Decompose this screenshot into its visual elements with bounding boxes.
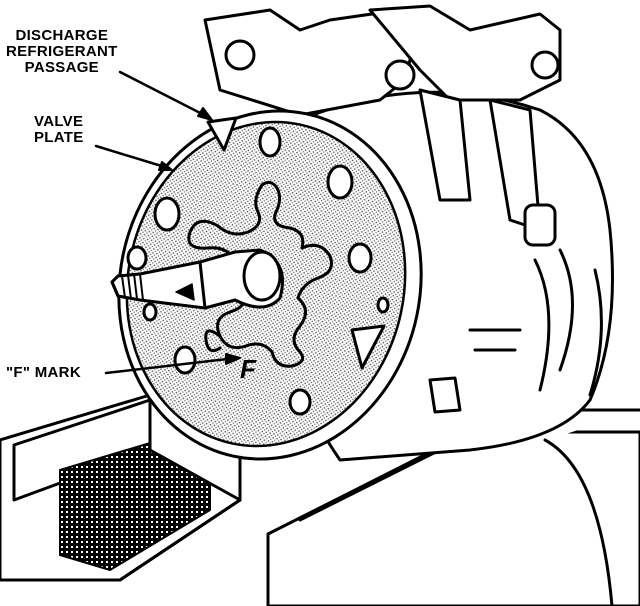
f-mark-letter: F (240, 354, 257, 384)
discharge-passage-right (350, 324, 386, 370)
discharge-passage-label: DISCHARGE REFRIGERANT PASSAGE (6, 28, 118, 76)
discharge-label-line2: REFRIGERANT (6, 43, 118, 60)
plate-holes (126, 126, 390, 416)
arrowheads (158, 107, 241, 365)
discharge-label-line3: PASSAGE (24, 59, 99, 76)
discharge-label-line1: DISCHARGE (15, 27, 109, 44)
compressor-shaft (110, 248, 284, 310)
f-mark-label: "F" MARK (6, 364, 81, 381)
leader-lines (94, 70, 238, 375)
valve-label-line2: PLATE (34, 129, 84, 146)
discharge-leader (118, 70, 212, 120)
valve-label-line1: VALVE (34, 113, 84, 130)
discharge-passage-top (206, 116, 238, 152)
f-mark-leader (104, 356, 238, 375)
valve-plate-label: VALVE PLATE (34, 114, 84, 146)
valve-plate-leader (94, 144, 170, 170)
vise-jaw-left (0, 393, 242, 582)
reed-valves (187, 180, 333, 368)
